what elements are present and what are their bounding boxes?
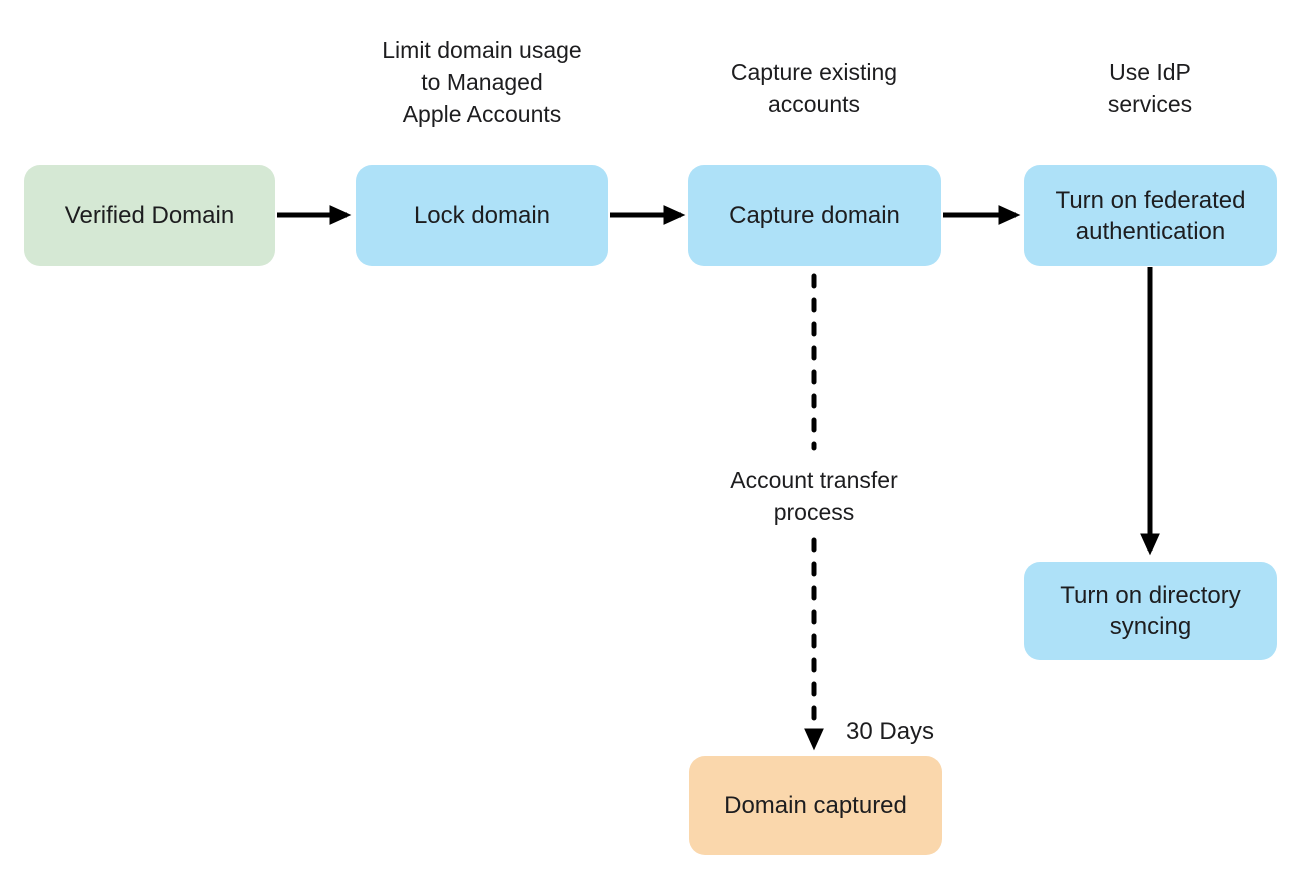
node-verified-domain: Verified Domain bbox=[24, 165, 275, 266]
node-capture-domain: Capture domain bbox=[688, 165, 941, 266]
node-lock-domain: Lock domain bbox=[356, 165, 608, 266]
node-turn-on-federated-authentication: Turn on federated authentication bbox=[1024, 165, 1277, 266]
annotation-capture-existing-accounts: Capture existing accounts bbox=[730, 59, 898, 117]
annotation-limit-domain-usage: Limit domain usage to Managed Apple Acco… bbox=[382, 37, 582, 127]
node-turn-on-directory-syncing: Turn on directory syncing bbox=[1024, 562, 1277, 660]
edge-label-account-transfer-process: Account transfer process bbox=[730, 467, 898, 525]
node-domain-captured: Domain captured bbox=[689, 756, 942, 855]
annotation-use-idp-services: Use IdP services bbox=[1107, 59, 1193, 117]
edge-label-30-days: 30 Days bbox=[846, 718, 935, 745]
